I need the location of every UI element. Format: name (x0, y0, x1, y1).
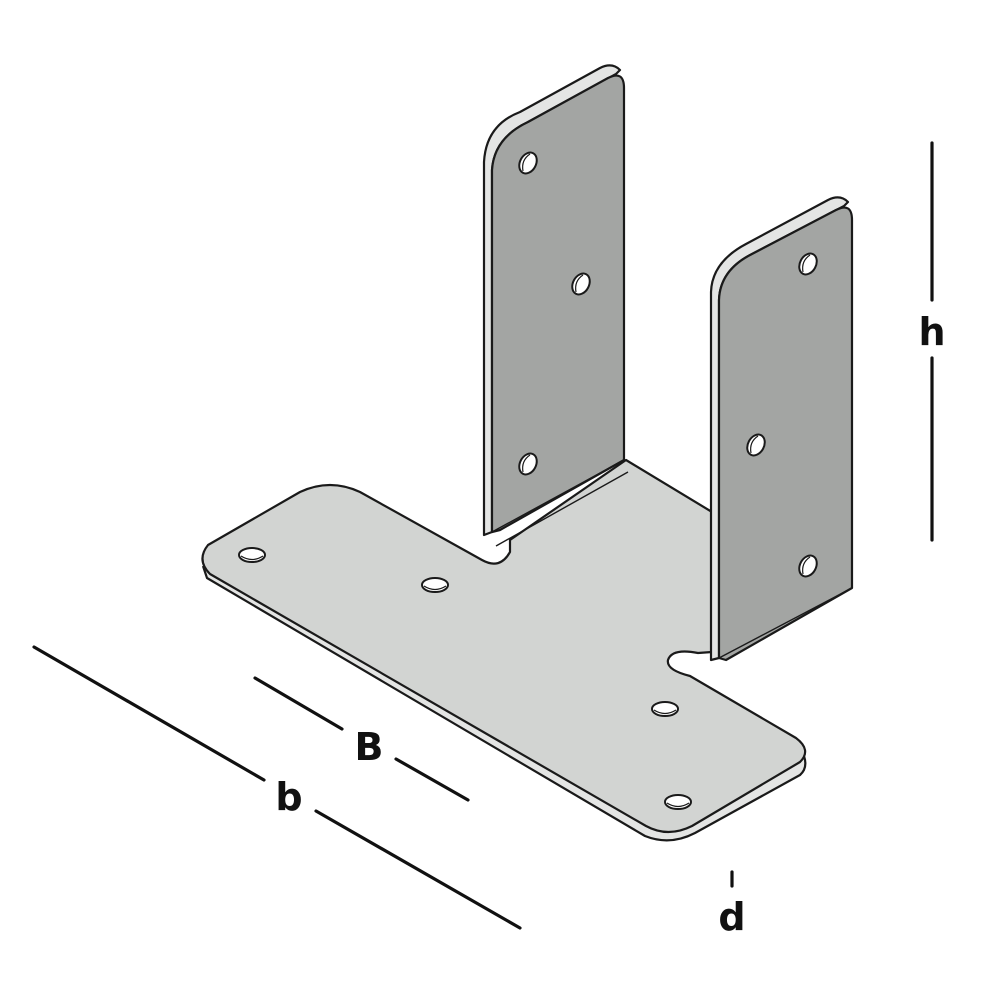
right-flap-hole-2 (746, 433, 766, 457)
left-flap-bend-line (491, 459, 625, 533)
left-flap-hole-2 (571, 272, 591, 296)
base-plate (201, 458, 807, 842)
right-flap-hole-1 (798, 252, 818, 276)
dimension-B-label: B (355, 725, 384, 769)
dimension-B-line-right (394, 757, 470, 802)
dimension-h: h (918, 141, 946, 542)
dimension-b-label: b (275, 775, 302, 819)
base-hole-4 (664, 794, 692, 810)
base-hole-1 (238, 547, 266, 563)
dimension-b: b (32, 645, 522, 930)
left-flap-hole-3 (518, 452, 538, 476)
dimension-B-line-left (253, 676, 344, 731)
base-plate-top-surface (201, 458, 807, 834)
left-flap-bend-line-2 (495, 471, 629, 547)
left-flap-hole-1 (518, 151, 538, 175)
base-hole-2 (421, 577, 449, 593)
left-flap (482, 64, 629, 547)
dimension-h-label: h (918, 310, 945, 354)
base-back-edge (625, 459, 713, 513)
base-hole-3 (651, 701, 679, 717)
right-flap (709, 196, 854, 662)
dimension-d-label: d (718, 895, 745, 939)
dimension-b-line-left (32, 645, 266, 782)
right-flap-face (717, 206, 854, 662)
right-flap-hole-3 (798, 554, 818, 578)
dimension-B: B (253, 676, 470, 802)
left-flap-face (490, 74, 626, 534)
dimension-d: d (718, 870, 746, 939)
dimension-b-line-right (314, 809, 522, 930)
right-flap-bottom-line (718, 587, 853, 659)
